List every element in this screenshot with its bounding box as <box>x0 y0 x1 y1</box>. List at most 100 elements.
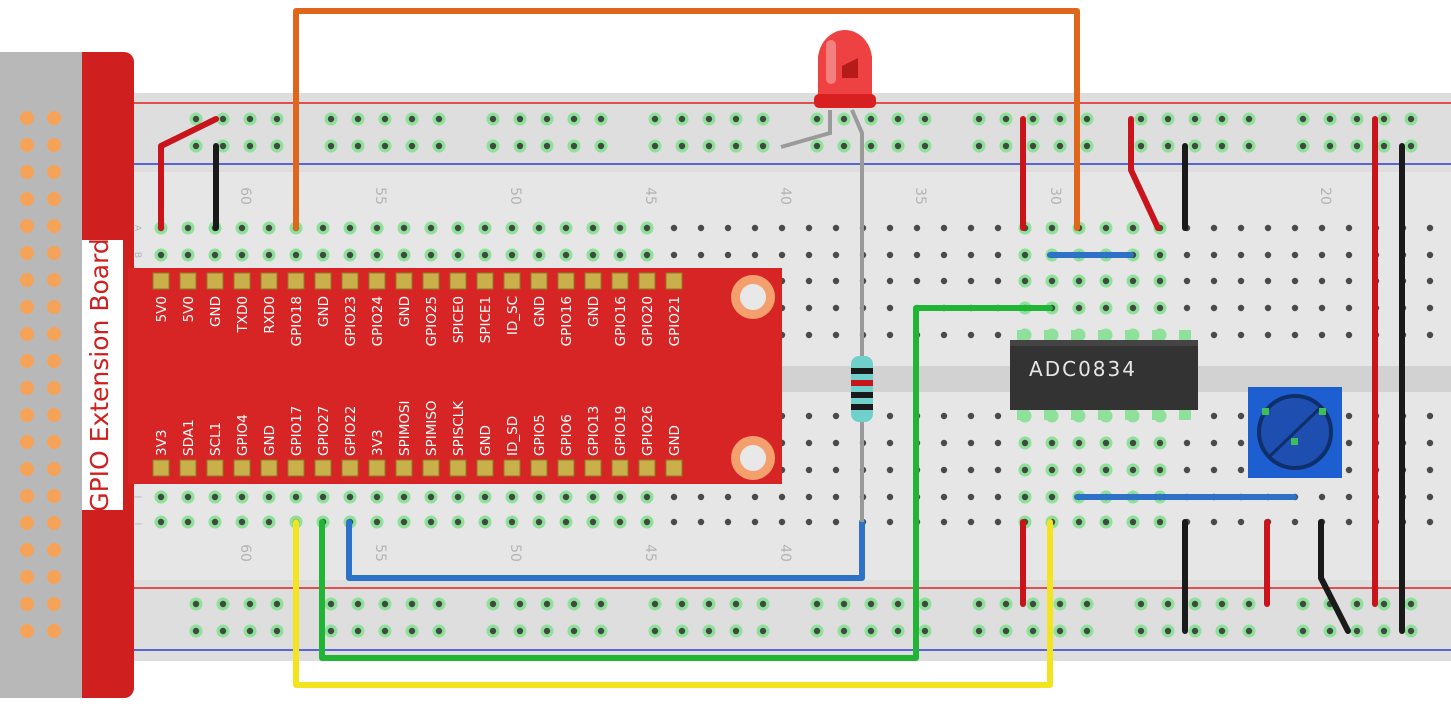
hole <box>1426 518 1434 526</box>
column-numbers: 60 55 50 45 40 35 30 20 60 55 50 45 40 <box>237 187 1333 562</box>
rail-hole <box>327 115 335 123</box>
rail-hole <box>543 142 551 150</box>
rail-hole <box>273 142 281 150</box>
rail-hole <box>1002 627 1010 635</box>
cobbler-pin-top <box>584 272 602 290</box>
cobbler-pin-top <box>287 272 305 290</box>
cobbler-pin-top <box>611 272 629 290</box>
hole <box>1318 224 1326 232</box>
rail-hole <box>327 142 335 150</box>
header-pin <box>47 624 61 638</box>
potentiometer-icon <box>1257 394 1333 470</box>
hole <box>805 439 813 447</box>
row-letter-a: A <box>132 225 142 232</box>
cobbler-pin-bottom <box>206 459 224 477</box>
hole <box>184 224 192 232</box>
cobbler-label-bottom: GPIO26 <box>640 406 656 456</box>
header-pin <box>47 462 61 476</box>
hole <box>346 224 354 232</box>
hole <box>1156 439 1164 447</box>
header-pin <box>20 570 34 584</box>
header-pin <box>47 111 61 125</box>
rail-hole <box>1218 115 1226 123</box>
cobbler-label-top: GND <box>208 296 224 327</box>
hole <box>400 518 408 526</box>
col-number-30-top: 30 <box>1047 187 1063 205</box>
hole <box>994 493 1002 501</box>
hole <box>454 493 462 501</box>
header-pin <box>20 597 34 611</box>
hole <box>265 493 273 501</box>
rail-hole <box>381 627 389 635</box>
header-pin <box>20 165 34 179</box>
cobbler-label-bottom: SPIMOSI <box>397 400 413 456</box>
rail-hole <box>1029 115 1037 123</box>
hole <box>940 251 948 259</box>
hole <box>724 518 732 526</box>
cobbler-label-bottom: GND <box>262 425 278 456</box>
rail-hole <box>1164 115 1172 123</box>
col-number-55-bottom: 55 <box>372 544 388 562</box>
hole <box>886 466 894 474</box>
rail-hole <box>489 627 497 635</box>
hole <box>940 439 948 447</box>
rail-hole <box>813 115 821 123</box>
hole <box>1264 224 1272 232</box>
rail-hole <box>273 600 281 608</box>
rail-hole <box>570 600 578 608</box>
rail-hole <box>246 627 254 635</box>
hole <box>508 224 516 232</box>
hole <box>1318 277 1326 285</box>
hole <box>1345 518 1353 526</box>
hole <box>481 518 489 526</box>
hole <box>211 518 219 526</box>
header-pin <box>47 381 61 395</box>
rail-hole <box>1380 142 1388 150</box>
cobbler-pin-bottom <box>179 459 197 477</box>
cobbler-label-bottom: SCL1 <box>208 422 224 456</box>
hole <box>805 466 813 474</box>
cobbler-pin-top <box>341 272 359 290</box>
chip-pin-top <box>1179 330 1191 342</box>
cobbler-label-top: GPIO20 <box>640 296 656 346</box>
cobbler-pin-bottom <box>314 459 332 477</box>
header-pin <box>47 435 61 449</box>
hole <box>211 251 219 259</box>
rail-hole <box>570 142 578 150</box>
hole <box>940 331 948 339</box>
rail-hole <box>678 600 686 608</box>
hole <box>1345 412 1353 420</box>
rail-hole <box>1218 627 1226 635</box>
rail-hole <box>705 115 713 123</box>
cobbler-label-bottom: GND <box>478 425 494 456</box>
hole <box>1237 466 1245 474</box>
hole <box>1426 251 1434 259</box>
rail-hole <box>327 627 335 635</box>
hole <box>1426 224 1434 232</box>
hole <box>238 493 246 501</box>
hole <box>1129 224 1137 232</box>
wires <box>158 8 1405 688</box>
rail-hole <box>1191 142 1199 150</box>
hole <box>1075 304 1083 312</box>
rail-hole <box>1407 115 1415 123</box>
chip-pin-bottom <box>1125 408 1137 420</box>
rail-hole <box>1137 115 1145 123</box>
hole <box>1210 466 1218 474</box>
rail-hole <box>408 600 416 608</box>
hole <box>1156 251 1164 259</box>
hole <box>184 518 192 526</box>
hole <box>400 224 408 232</box>
cobbler-label-top: SPICE1 <box>478 296 494 343</box>
header-pin <box>20 354 34 368</box>
rail-hole <box>543 115 551 123</box>
hole <box>994 277 1002 285</box>
cobbler-pin-top <box>260 272 278 290</box>
rail-hole <box>1002 142 1010 150</box>
hole <box>1237 251 1245 259</box>
hole <box>1237 439 1245 447</box>
hole <box>535 224 543 232</box>
wire-yellow-gpio17 <box>293 519 1053 688</box>
hole <box>1291 331 1299 339</box>
cobbler-pin-top <box>152 272 170 290</box>
